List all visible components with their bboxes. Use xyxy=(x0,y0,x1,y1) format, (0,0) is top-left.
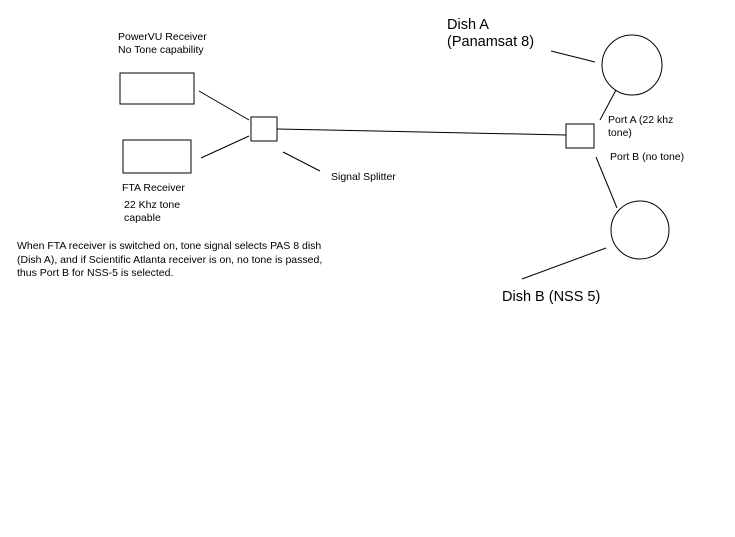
dish-b-label: Dish B (NSS 5) xyxy=(502,289,601,305)
fta-to-splitter-line xyxy=(200,135,250,159)
dish-b-circle xyxy=(610,200,670,260)
signal-splitter-box xyxy=(250,116,278,142)
explanation-note: When FTA receiver is switched on, tone s… xyxy=(17,240,323,280)
powervu-receiver-box xyxy=(119,72,195,105)
switch-to-dish-b-line xyxy=(595,156,618,209)
powervu-to-splitter-line xyxy=(198,90,250,121)
dish-a-label: Dish A (Panamsat 8) xyxy=(447,17,535,50)
fta-receiver-box xyxy=(122,139,192,174)
splitter-to-switch-line xyxy=(276,128,567,136)
signal-splitter-label: Signal Splitter xyxy=(331,171,396,183)
dish-a-circle xyxy=(601,34,663,96)
splitter-label-leader xyxy=(282,151,321,172)
powervu-receiver-label: PowerVU Receiver No Tone capability xyxy=(118,31,207,57)
port-a-label: Port A (22 khz tone) xyxy=(608,114,674,140)
switch-to-dish-a-line xyxy=(599,89,617,121)
fta-tone-label: 22 Khz tone capable xyxy=(124,199,181,225)
port-b-label: Port B (no tone) xyxy=(610,151,685,163)
fta-receiver-label: FTA Receiver xyxy=(122,182,185,194)
dish-a-label-leader xyxy=(550,50,596,63)
dish-b-label-leader xyxy=(521,247,607,280)
diseqc-switch-box xyxy=(565,123,595,149)
